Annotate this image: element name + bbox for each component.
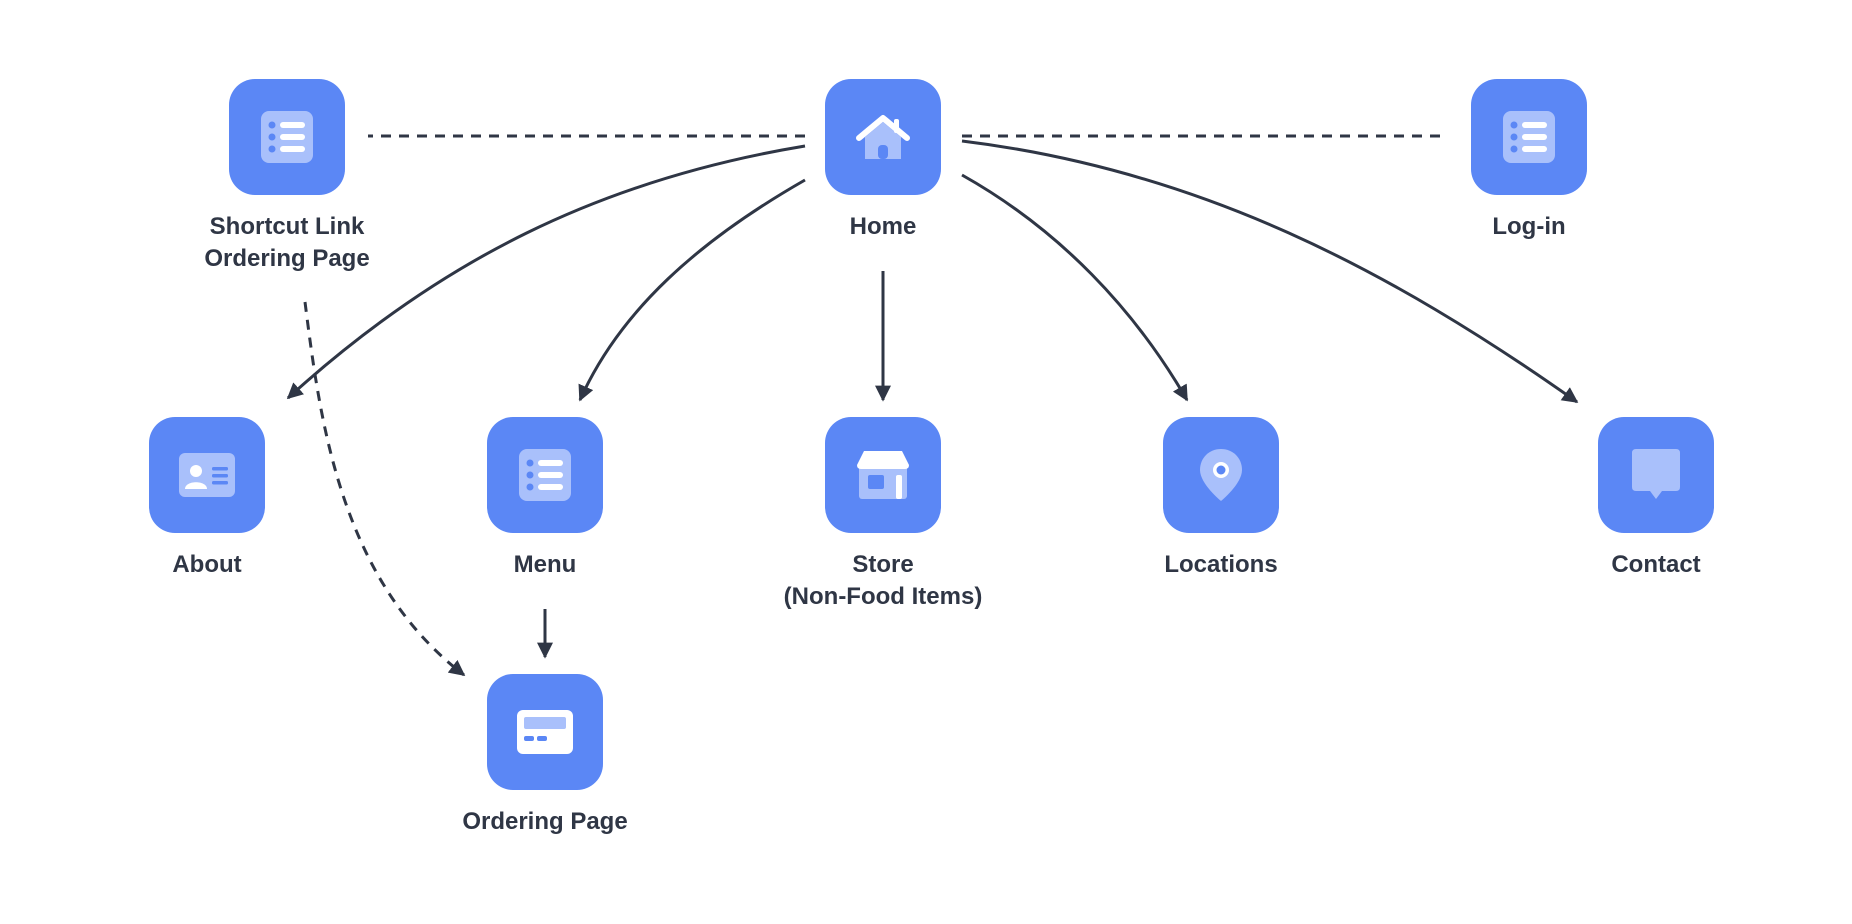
edge-home-locations xyxy=(961,173,1189,402)
location-pin-icon xyxy=(1200,449,1242,501)
chat-bubble-icon xyxy=(1632,449,1680,499)
card-icon xyxy=(517,710,573,754)
node-contact[interactable]: Contact xyxy=(1486,417,1826,581)
node-tile xyxy=(1471,79,1587,195)
node-label-line1: About xyxy=(172,551,242,578)
storefront-icon xyxy=(857,451,909,499)
node-label-line2: (Non-Food Items) xyxy=(783,583,983,610)
node-login[interactable]: Log-in xyxy=(1359,79,1699,243)
edge-home-about xyxy=(286,144,806,400)
house-icon xyxy=(856,115,910,159)
node-label-line1: Store xyxy=(852,551,914,578)
node-label: Locations xyxy=(1164,549,1277,581)
list-icon xyxy=(519,449,571,501)
node-tile xyxy=(825,79,941,195)
edge-home-contact xyxy=(961,139,1579,404)
node-home[interactable]: Home xyxy=(713,79,1053,243)
node-label: Store (Non-Food Items) xyxy=(784,549,983,613)
node-label: Menu xyxy=(514,549,577,581)
node-tile xyxy=(149,417,265,533)
node-label: Shortcut Link Ordering Page xyxy=(204,211,369,275)
node-label-line1: Ordering Page xyxy=(462,808,628,835)
node-tile xyxy=(1598,417,1714,533)
node-ordering-page[interactable]: Ordering Page xyxy=(375,674,715,838)
node-about[interactable]: About xyxy=(37,417,377,581)
id-card-icon xyxy=(179,453,235,497)
node-shortcut-ordering-page[interactable]: Shortcut Link Ordering Page xyxy=(117,79,457,275)
node-tile xyxy=(229,79,345,195)
node-label: About xyxy=(172,549,241,581)
node-store[interactable]: Store (Non-Food Items) xyxy=(713,417,1053,613)
node-label-line1: Contact xyxy=(1611,551,1701,578)
node-tile xyxy=(1163,417,1279,533)
node-label: Home xyxy=(850,211,917,243)
node-label: Ordering Page xyxy=(462,806,627,838)
node-tile xyxy=(487,417,603,533)
node-menu[interactable]: Menu xyxy=(375,417,715,581)
node-label-line2: Ordering Page xyxy=(204,245,370,272)
edge-home-menu xyxy=(578,178,806,402)
edge-shortcut-ordering xyxy=(303,301,466,677)
node-label-line1: Log-in xyxy=(1492,213,1566,240)
node-tile xyxy=(825,417,941,533)
node-label-line1: Locations xyxy=(1164,551,1278,578)
node-label-line1: Menu xyxy=(513,551,577,578)
list-icon xyxy=(261,111,313,163)
node-label-line1: Shortcut Link xyxy=(209,213,365,240)
node-tile xyxy=(487,674,603,790)
node-locations[interactable]: Locations xyxy=(1051,417,1391,581)
node-label-line1: Home xyxy=(849,213,917,240)
node-label: Log-in xyxy=(1492,211,1565,243)
node-label: Contact xyxy=(1611,549,1700,581)
list-icon xyxy=(1503,111,1555,163)
